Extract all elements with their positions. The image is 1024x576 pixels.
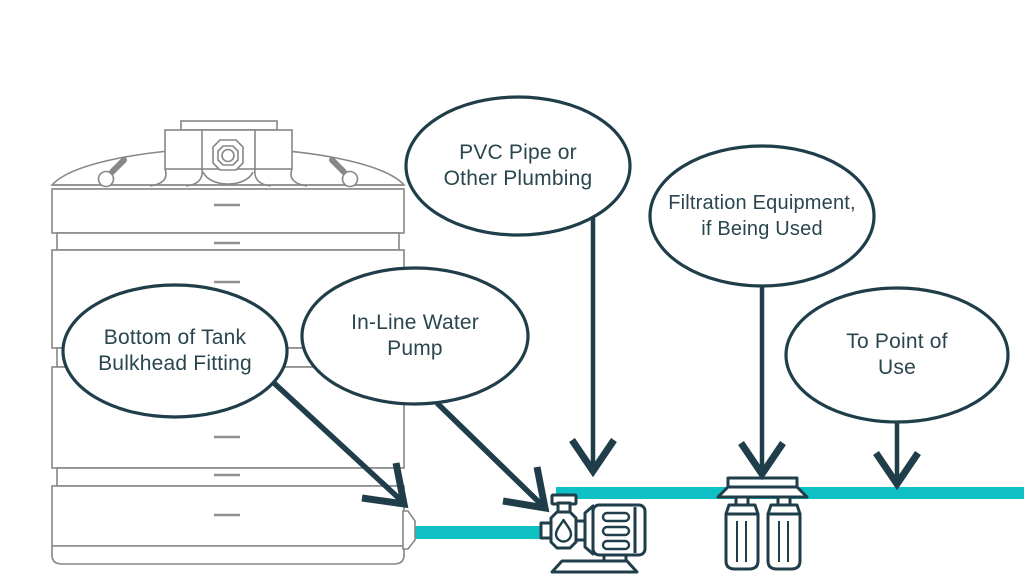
dual-cartridge-filter-icon [716, 476, 809, 571]
callout-bubble-bulkhead [61, 283, 289, 419]
pump-base [550, 559, 639, 574]
callout-label-bulkhead: Bottom of Tank Bulkhead Fitting [98, 326, 252, 375]
inline-pump-icon [539, 493, 647, 574]
callout-bubble-filtration [648, 144, 876, 288]
tank-band [51, 188, 405, 234]
callout-label-pvc-pipe: PVC Pipe or Other Plumbing [443, 141, 593, 190]
arrow-inline-pump [435, 401, 550, 513]
callout-label-point-of-use: To Point of Use [846, 330, 948, 379]
arrow-pvc-pipe [569, 218, 617, 478]
callout-bubble-pvc-pipe [404, 95, 632, 237]
pump-front-cap [583, 504, 595, 556]
tank-level-marks [214, 203, 240, 517]
callout-bubble-inline-pump [300, 266, 530, 406]
callout-label-filtration: Filtration Equipment, if Being Used [668, 192, 856, 240]
water-drop-icon [554, 518, 573, 543]
bulkhead-fitting-icon [402, 510, 416, 550]
pipe-tank-to-pump [413, 526, 545, 539]
filter-cartridge [766, 512, 802, 571]
callout-label-inline-pump: In-Line Water Pump [351, 311, 479, 360]
tank-bottom-rim [51, 545, 405, 565]
arrow-point-of-use [873, 422, 921, 491]
filter-cartridge [724, 512, 760, 571]
tank-handle-left-icon [97, 157, 127, 188]
arrow-filtration [738, 287, 786, 481]
tank-handle-right-icon [329, 157, 359, 188]
tank-lid [149, 120, 308, 187]
filter-manifold [716, 485, 809, 499]
arrow-bulkhead [272, 380, 409, 509]
tank-lid-octagon-icon [212, 139, 244, 171]
